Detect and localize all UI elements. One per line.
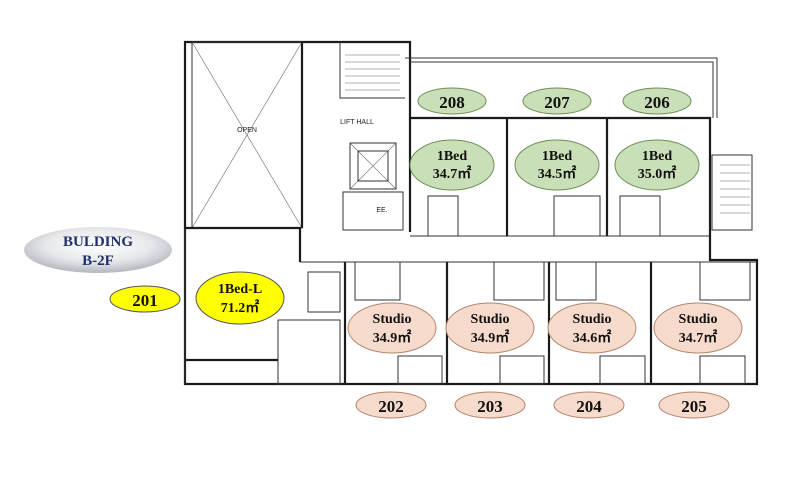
- unit-type: 1Bed: [642, 149, 673, 164]
- unit-type: Studio: [573, 312, 612, 327]
- unit-number: 203: [477, 397, 503, 416]
- unit-area: 35.0㎡: [638, 165, 677, 182]
- unit-206[interactable]: 206 1Bed 35.0㎡: [614, 87, 700, 191]
- building-badge: BULDING B-2F: [24, 227, 172, 273]
- unit-type: 1Bed: [542, 149, 573, 164]
- unit-203[interactable]: Studio 34.9㎡ 203: [445, 302, 535, 419]
- unit-number: 201: [132, 291, 158, 310]
- ee-label: EE.: [376, 207, 387, 214]
- unit-number: 204: [576, 397, 602, 416]
- lift-hall-label: LIFT HALL: [340, 119, 374, 126]
- unit-number: 206: [644, 93, 670, 112]
- unit-type: 1Bed: [437, 149, 468, 164]
- unit-type: Studio: [471, 312, 510, 327]
- unit-type: 1Bed-L: [218, 282, 262, 297]
- stairs-top: [345, 54, 400, 91]
- unit-208[interactable]: 208 1Bed 34.7㎡: [409, 87, 495, 191]
- unit-204[interactable]: Studio 34.6㎡ 204: [547, 302, 637, 419]
- unit-area: 34.7㎡: [433, 165, 472, 182]
- unit-205[interactable]: Studio 34.7㎡ 205: [653, 302, 743, 419]
- stairs-right: [720, 164, 750, 214]
- unit-area: 34.5㎡: [538, 165, 577, 182]
- unit-number: 208: [439, 93, 465, 112]
- unit-type: Studio: [373, 312, 412, 327]
- building-floor: B-2F: [82, 253, 114, 269]
- open-label: OPEN: [237, 127, 257, 134]
- building-name: BULDING: [63, 234, 133, 250]
- unit-type: Studio: [679, 312, 718, 327]
- unit-number: 205: [681, 397, 707, 416]
- unit-area: 71.2㎡: [221, 299, 260, 316]
- walls: [183, 40, 759, 386]
- unit-area: 34.9㎡: [373, 329, 412, 346]
- unit-207[interactable]: 207 1Bed 34.5㎡: [514, 87, 600, 191]
- unit-202[interactable]: Studio 34.9㎡ 202: [347, 302, 437, 419]
- unit-area: 34.7㎡: [679, 329, 718, 346]
- unit-number: 202: [378, 397, 404, 416]
- unit-area: 34.9㎡: [471, 329, 510, 346]
- unit-area: 34.6㎡: [573, 329, 612, 346]
- unit-201[interactable]: 201 1Bed-L 71.2㎡: [109, 271, 285, 325]
- unit-number: 207: [544, 93, 570, 112]
